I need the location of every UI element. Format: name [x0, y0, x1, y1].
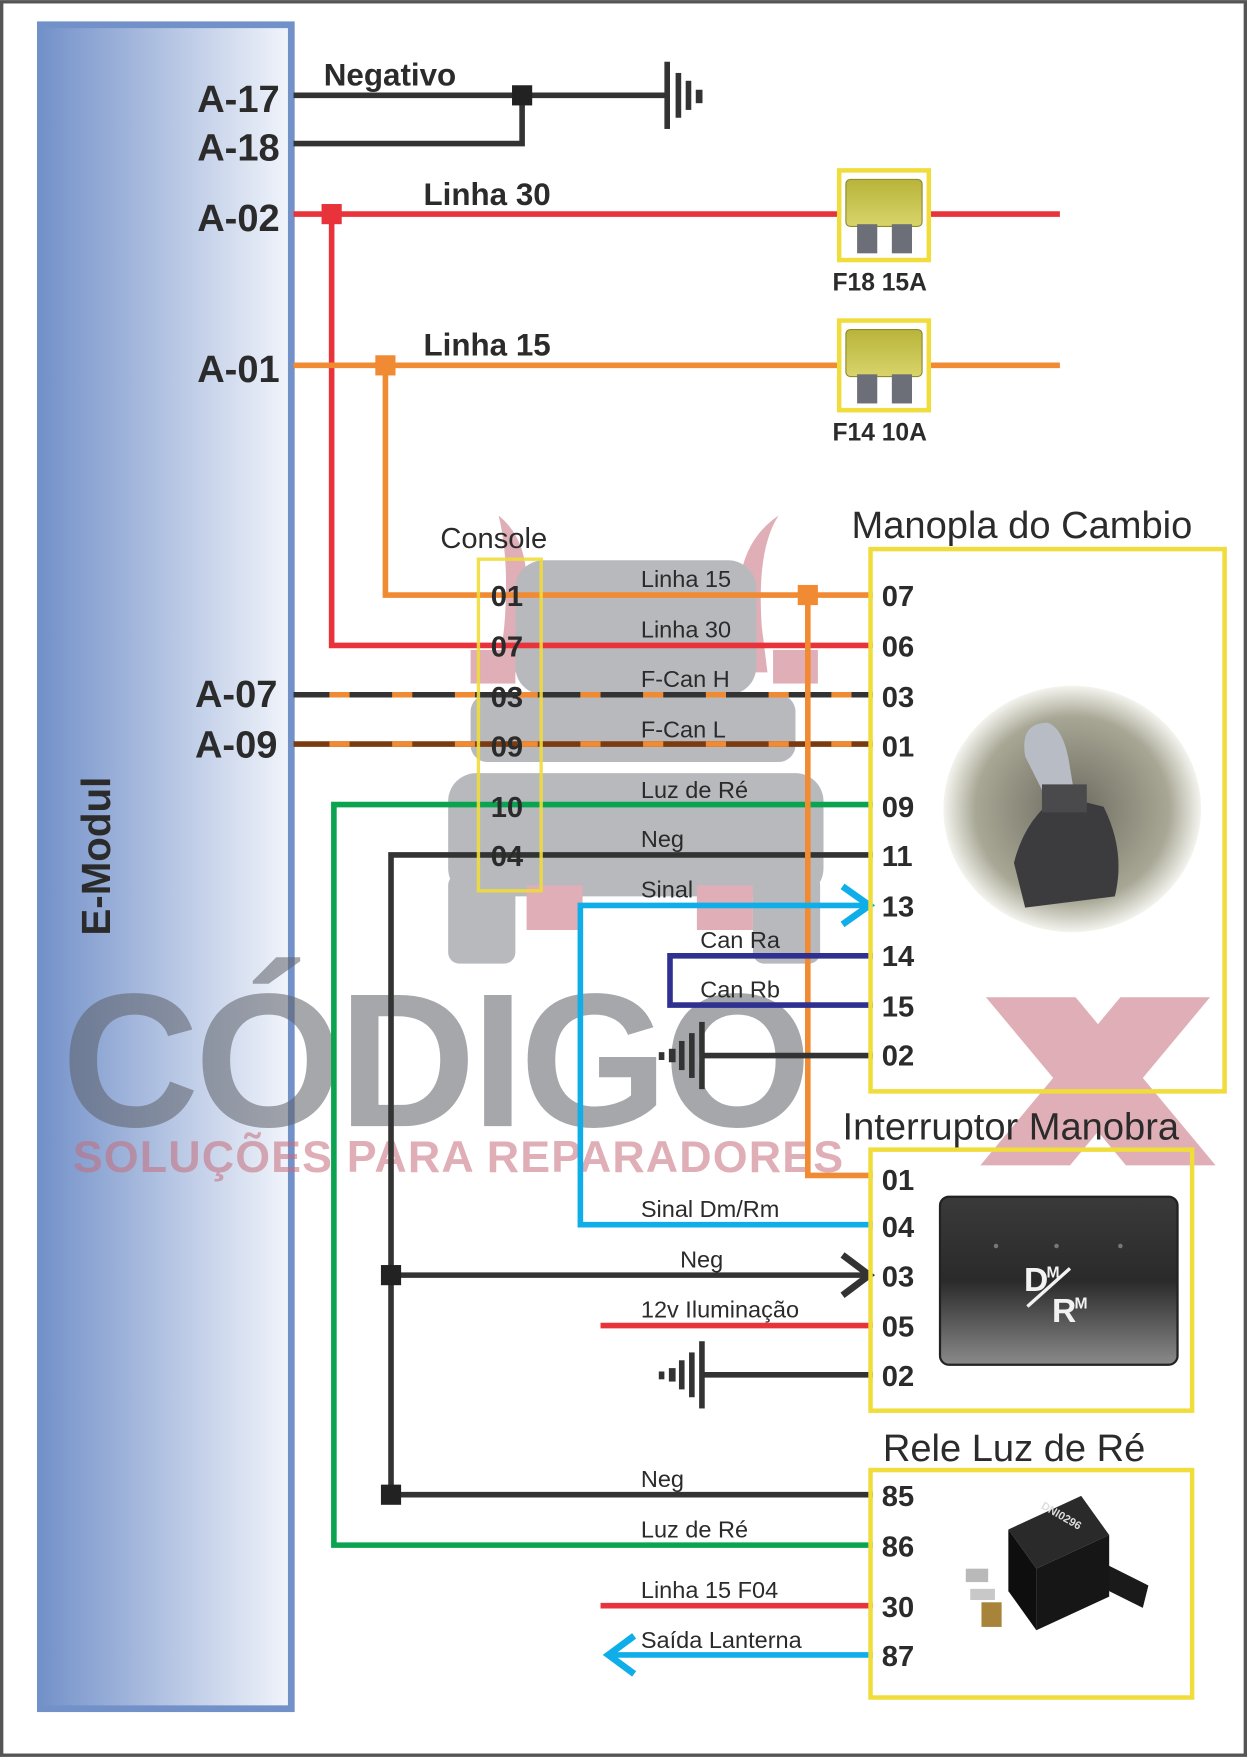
wire-label: Luz de Ré	[641, 777, 748, 803]
watermark-brand: CÓDIGO	[62, 955, 808, 1167]
wire-label: Sinal Dm/Rm	[641, 1196, 779, 1222]
wire-linha30	[293, 204, 1060, 649]
wire-label: F-Can L	[641, 716, 726, 742]
wire-label: Neg	[641, 826, 684, 852]
ground-icon	[658, 1021, 705, 1090]
console-pin: 01	[491, 581, 523, 613]
wire-linha15	[293, 355, 1060, 598]
wire-label: Neg	[680, 1246, 723, 1272]
manopla-pin: 09	[882, 792, 914, 824]
wire-label: F-Can H	[641, 666, 730, 692]
console-pin: 07	[491, 632, 523, 664]
emodul-pin-a01: A-01	[197, 349, 280, 391]
wire-label: Luz de Ré	[641, 1516, 748, 1542]
arrow-icon	[602, 1633, 637, 1677]
emodul-pin-a17: A-17	[197, 79, 280, 121]
rele-pin: 85	[882, 1481, 914, 1513]
wire-linha15-interruptor	[797, 584, 873, 1179]
manopla-pin: 13	[882, 892, 914, 924]
relay-image: DNI0296	[965, 1495, 1149, 1631]
wire-label: Linha 15 F04	[641, 1577, 778, 1603]
console-title: Console	[440, 523, 547, 555]
manopla-pin: 11	[882, 841, 913, 873]
wire-label: Can Rb	[700, 976, 780, 1002]
manopla-pin: 14	[882, 941, 915, 973]
manopla-pin: 06	[882, 632, 914, 664]
emodul-pin-a09: A-09	[195, 724, 278, 766]
wire-saida-lanterna	[602, 1633, 873, 1677]
wire-label: Linha 30	[641, 617, 731, 643]
watermark: CÓDIGO SOLUÇÕES PARA REPARADORES	[62, 515, 1216, 1182]
manopla-connector: Manopla do Cambio 07 06 03 01 09 11 13 1…	[852, 505, 1227, 1094]
manopla-pin: 03	[882, 682, 914, 714]
wire-can-r-loop	[667, 953, 873, 1008]
interruptor-pin: 02	[882, 1361, 914, 1393]
truck-watermark-icon	[448, 515, 824, 964]
wire-label: Neg	[641, 1466, 684, 1492]
emodul-pin-a18: A-18	[197, 127, 280, 169]
wire-luz-de-re	[331, 801, 873, 1548]
switch-text-d-sup: M	[1046, 1264, 1059, 1281]
interruptor-connector: Interruptor Manobra 01 04 03 05 02 D M R…	[843, 1107, 1195, 1413]
manopla-title: Manopla do Cambio	[852, 505, 1193, 547]
fuse-f14: F14 10A	[832, 318, 932, 446]
emodul-block: E-Modul	[36, 21, 295, 1713]
switch-text-r-sup: M	[1074, 1296, 1087, 1313]
emodul-pin-a02: A-02	[197, 198, 280, 240]
interruptor-pin: 01	[882, 1165, 914, 1197]
wire-label: Can Ra	[700, 927, 781, 953]
ground-icon	[664, 61, 703, 129]
console-pin: 03	[491, 682, 523, 714]
interruptor-title: Interruptor Manobra	[843, 1107, 1180, 1149]
fuse-label-f18: F18 15A	[832, 269, 927, 296]
console-pin: 09	[491, 731, 523, 763]
watermark-tagline: SOLUÇÕES PARA REPARADORES	[73, 1132, 844, 1182]
wire-label-linha30: Linha 30	[424, 177, 551, 212]
manopla-pin: 15	[882, 991, 914, 1023]
gear-shift-knob-image	[943, 685, 1202, 933]
manobra-switch-image: D M R M	[938, 1195, 1179, 1366]
rele-pin: 30	[882, 1592, 914, 1624]
rele-pin: 86	[882, 1531, 914, 1563]
fuse-f18: F18 15A	[832, 168, 932, 296]
wire-label-linha15: Linha 15	[424, 327, 551, 362]
console-pin: 10	[491, 792, 523, 824]
console-pin: 04	[491, 841, 524, 873]
rele-title: Rele Luz de Ré	[883, 1428, 1145, 1470]
rele-connector: Rele Luz de Ré 85 86 30 87 DNI0296	[868, 1428, 1195, 1700]
rele-pin: 87	[882, 1641, 914, 1673]
interruptor-pin: 05	[882, 1312, 914, 1344]
wire-negativo	[293, 85, 667, 147]
interruptor-pin: 04	[882, 1212, 915, 1244]
ground-icon	[658, 1341, 705, 1409]
watermark-x-icon	[980, 997, 1216, 1166]
console-connector: Console 01 07 03 09 10 04	[440, 523, 547, 893]
manopla-pin: 01	[882, 731, 914, 763]
manopla-pin: 07	[882, 581, 914, 613]
interruptor-pin: 03	[882, 1261, 914, 1293]
emodul-label: E-Modul	[73, 777, 119, 936]
wire-label-negativo: Negativo	[324, 57, 456, 92]
manopla-pin: 02	[882, 1041, 914, 1073]
switch-text-r: R	[1052, 1293, 1076, 1330]
wire-label: Saída Lanterna	[641, 1627, 803, 1653]
wire-neg-trunk	[380, 852, 876, 1505]
emodul-pin-a07: A-07	[195, 674, 278, 716]
wire-label: Sinal	[641, 877, 693, 903]
wire-label: Linha 15	[641, 566, 731, 592]
wire-label: 12v Iluminação	[641, 1297, 799, 1323]
fuse-label-f14: F14 10A	[832, 419, 927, 446]
